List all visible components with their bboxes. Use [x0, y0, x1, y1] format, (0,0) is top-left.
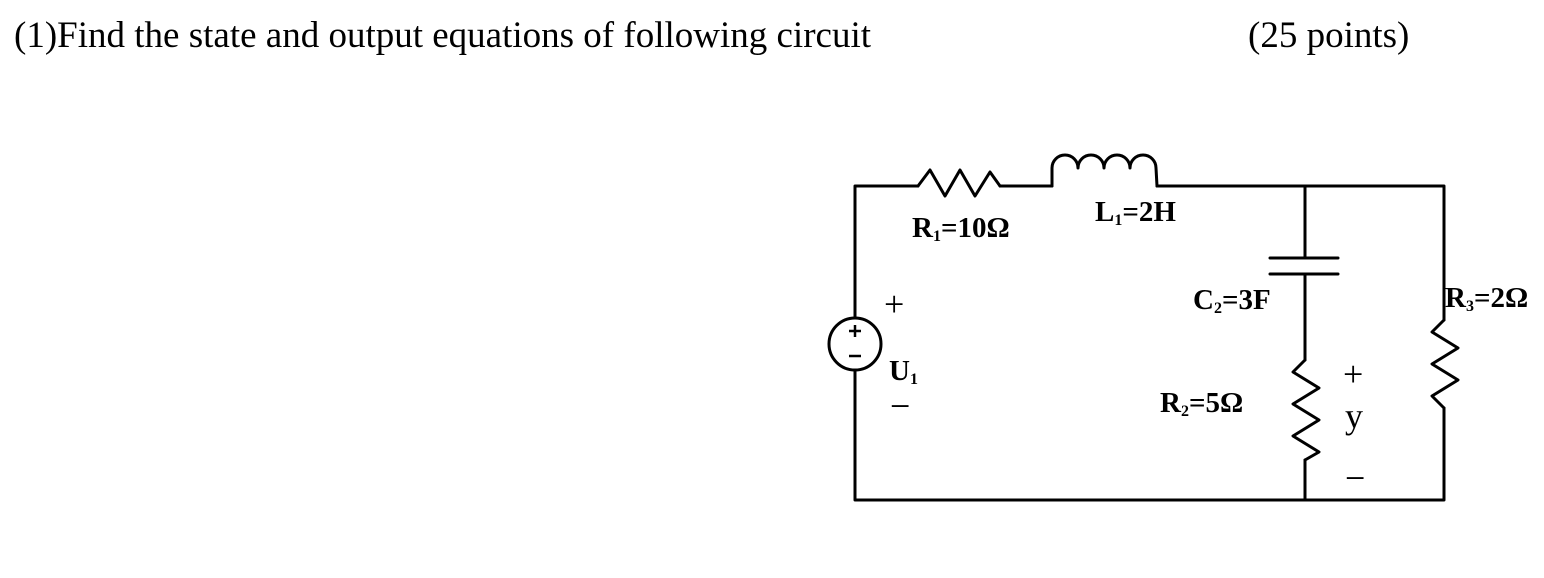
r3-label: R3=2Ω [1445, 282, 1528, 315]
r2-label: R2=5Ω [1160, 387, 1243, 420]
wire-left-top [853, 184, 920, 320]
r3-resistor [1430, 318, 1460, 410]
question-text: Find the state and output equations of f… [57, 15, 872, 56]
y-label: y [1345, 396, 1363, 436]
u1-plus-sign: + [884, 284, 904, 324]
u1-minus-sign: − [890, 386, 910, 426]
c2-label: C2=3F [1193, 284, 1271, 317]
u1-label: U1 [889, 355, 918, 388]
wire-top-right [1155, 184, 1446, 322]
question-points: (25 points) [1248, 15, 1410, 56]
y-plus-sign: + [1343, 354, 1363, 394]
question-number: (1) [14, 15, 58, 56]
r1-label: R1=10Ω [912, 212, 1010, 245]
question-statement: (1)Find the state and output equations o… [14, 14, 871, 57]
l1-inductor [1050, 153, 1159, 188]
y-minus-sign: − [1345, 458, 1365, 498]
wire-left-bottom [853, 368, 1446, 502]
u1-voltage-source [827, 316, 883, 372]
l1-label: L1=2H [1095, 196, 1176, 229]
r2-resistor [1291, 358, 1321, 462]
r1-resistor [916, 168, 1002, 198]
